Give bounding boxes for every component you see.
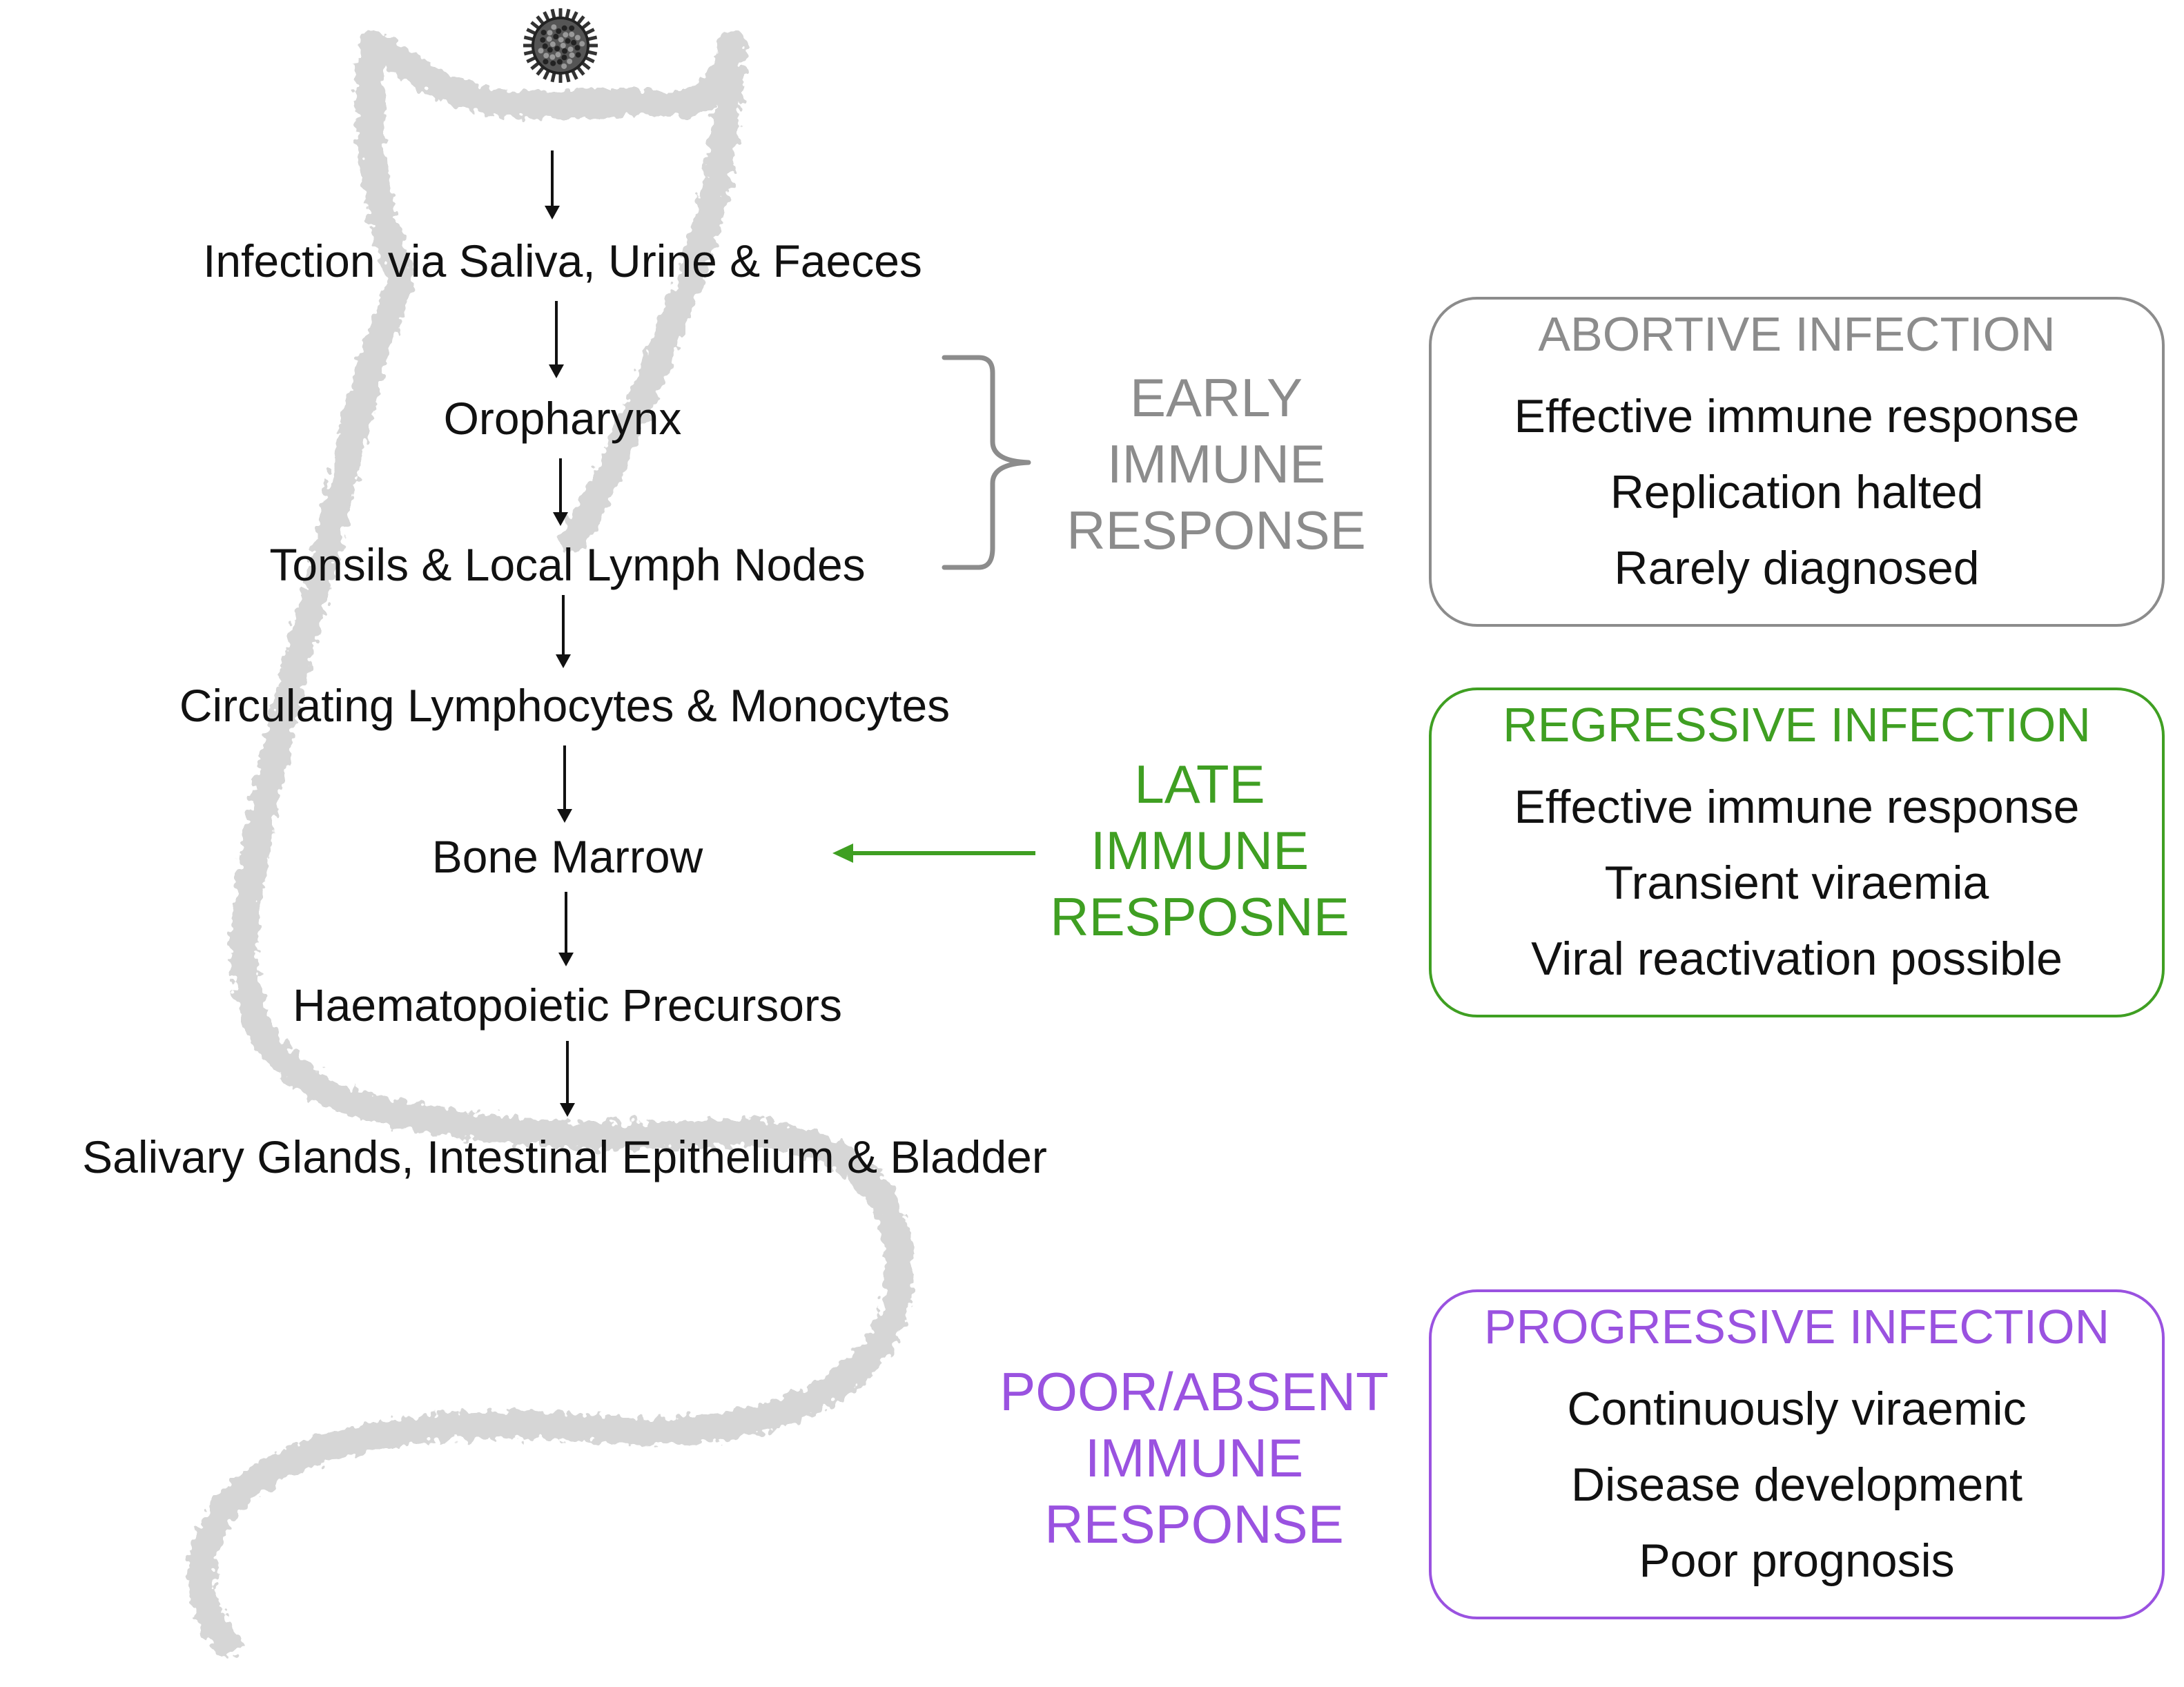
- late-immune-response-label: LATE IMMUNE RESPOSNE: [1050, 754, 1349, 947]
- virus-texture: [565, 38, 571, 44]
- virus-texture: [547, 30, 553, 36]
- outcome-line: Continuously viraemic: [1567, 1383, 2027, 1435]
- step-oropharynx: Oropharynx: [443, 393, 682, 444]
- virus-texture: [555, 52, 561, 58]
- outcome-line: Poor prognosis: [1639, 1534, 1955, 1587]
- virus-texture: [567, 58, 573, 64]
- abortive-infection-box: ABORTIVE INFECTION Effective immune resp…: [1429, 297, 2165, 627]
- virus-texture: [546, 36, 552, 42]
- virus-texture: [556, 59, 563, 65]
- flow-arrow-5: [557, 745, 572, 823]
- flow-arrow-3: [553, 458, 568, 526]
- outcome-line: Transient viraemia: [1604, 857, 1989, 909]
- virus-texture: [574, 35, 581, 41]
- virus-texture: [554, 46, 560, 52]
- virus-texture: [562, 48, 568, 54]
- step-tonsils-lymph-nodes: Tonsils & Local Lymph Nodes: [269, 539, 866, 590]
- cat-outline: [188, 28, 913, 1657]
- flow-arrow-6: [558, 892, 574, 966]
- outcome-line: Disease development: [1571, 1459, 2022, 1511]
- virus-texture: [549, 41, 556, 48]
- virus-texture: [547, 47, 553, 53]
- outcome-title: PROGRESSIVE INFECTION: [1483, 1300, 2110, 1354]
- virus-texture: [549, 54, 556, 60]
- outcome-line: Replication halted: [1610, 466, 1984, 518]
- outcome-line: Effective immune response: [1514, 390, 2080, 442]
- outcome-line: Rarely diagnosed: [1614, 542, 1980, 594]
- virus-texture: [561, 63, 567, 69]
- virus-texture: [540, 37, 546, 43]
- outcome-title: ABORTIVE INFECTION: [1538, 307, 2056, 361]
- virus-texture: [550, 60, 556, 66]
- virus-texture: [542, 43, 548, 49]
- virus-texture: [543, 52, 549, 59]
- virus-texture: [571, 39, 577, 46]
- poor-immune-response-label: POOR/ABSENT IMMUNE RESPONSE: [1000, 1361, 1389, 1554]
- early-immune-response-label: EARLY IMMUNE RESPONSE: [1066, 367, 1366, 560]
- virus-texture: [579, 41, 585, 47]
- outcome-line: Viral reactivation possible: [1531, 933, 2063, 985]
- virus-texture: [569, 31, 575, 37]
- virus-texture: [540, 30, 547, 36]
- virus-texture: [561, 25, 567, 31]
- flow-arrow-7: [560, 1041, 575, 1117]
- late-arrow-head: [832, 844, 853, 863]
- late-response-arrow: [832, 844, 1035, 863]
- early-response-brace: [942, 355, 1031, 570]
- virus-texture: [574, 45, 581, 51]
- virus-texture: [556, 28, 562, 35]
- virus-icon: [523, 8, 598, 83]
- virus-texture: [561, 55, 567, 61]
- step-bone-marrow: Bone Marrow: [431, 831, 703, 882]
- step-infection-route: Infection via Saliva, Urine & Faeces: [203, 235, 922, 286]
- virus-texture: [575, 52, 581, 58]
- step-circulating-cells: Circulating Lymphocytes & Monocytes: [179, 680, 950, 731]
- flow-arrow-2: [549, 301, 564, 378]
- virus-texture: [538, 48, 544, 54]
- progressive-infection-box: PROGRESSIVE INFECTION Continuously virae…: [1429, 1289, 2165, 1619]
- outcome-line: Effective immune response: [1514, 781, 2080, 833]
- outcome-title: REGRESSIVE INFECTION: [1503, 698, 2091, 752]
- virus-texture: [569, 25, 575, 31]
- flow-arrow-1: [545, 150, 560, 220]
- step-haematopoietic-precursors: Haematopoietic Precursors: [293, 979, 842, 1031]
- virus-texture: [567, 46, 574, 52]
- virus-texture: [558, 37, 564, 43]
- virus-texture: [563, 32, 569, 38]
- regressive-infection-box: REGRESSIVE INFECTION Effective immune re…: [1429, 688, 2165, 1017]
- step-target-tissues: Salivary Glands, Intestinal Epithelium &…: [82, 1131, 1047, 1182]
- flow-arrow-4: [556, 595, 571, 668]
- virus-texture: [560, 43, 566, 48]
- flow-arrows: [545, 150, 575, 1117]
- virus-texture: [543, 59, 549, 65]
- virus-texture: [553, 34, 559, 40]
- virus-texture: [569, 52, 575, 58]
- virus-texture: [551, 24, 557, 30]
